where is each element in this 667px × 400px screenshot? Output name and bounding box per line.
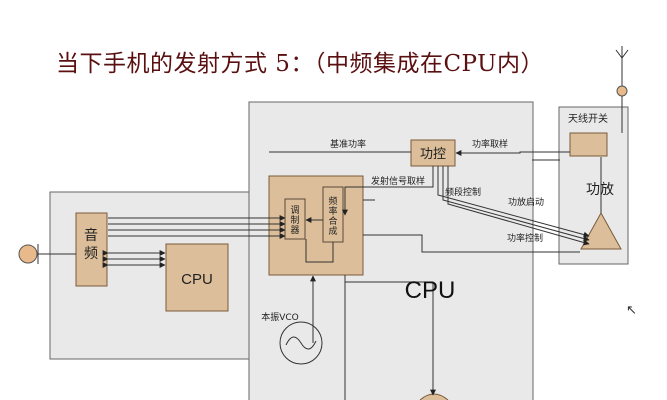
audio-block — [75, 212, 108, 287]
if-block — [268, 175, 364, 276]
speaker-icon — [18, 244, 76, 264]
audio-cpu-bus — [102, 250, 166, 268]
mod-label-1: 调 — [290, 205, 299, 216]
synth-label-1: 频 — [328, 195, 337, 207]
power-sample-label: 功率取样 — [472, 138, 508, 150]
small-cpu-block — [165, 243, 229, 312]
tx-sample-label: 发射信号取样 — [371, 175, 425, 187]
audio-label-1: 音 — [84, 227, 98, 244]
antenna-switch-block — [569, 132, 608, 157]
audio-label-2: 频 — [84, 246, 98, 262]
if-to-pa — [363, 234, 580, 253]
antenna-switch-label: 天线开关 — [568, 112, 608, 125]
synth-label-3: 合 — [328, 215, 337, 227]
band-control-label: 频段控制 — [445, 186, 481, 198]
down-line-right — [345, 281, 436, 396]
power-sample-line — [455, 150, 570, 156]
power-control-block — [410, 139, 456, 167]
pa-triangle — [580, 211, 622, 250]
pa-enable-label: 功放启动 — [508, 196, 544, 208]
tx-sample-line — [342, 166, 434, 216]
page-title: 当下手机的发射方式 5：（中频集成在CPU内） — [56, 51, 544, 77]
mod-label-2: 制 — [290, 214, 299, 226]
vco-label: 本振VCO — [261, 311, 299, 323]
sine-wave-icon — [279, 321, 323, 365]
synth-label-4: 成 — [328, 225, 337, 237]
synth-label-2: 率 — [328, 205, 337, 217]
big-cpu-label: CPU — [405, 277, 456, 304]
mod-to-synth — [305, 239, 334, 263]
antenna-icon — [615, 46, 629, 133]
audio-to-modulator — [108, 215, 286, 239]
mouse-cursor-icon: ↖ — [626, 303, 637, 318]
power-control-label: 功控 — [420, 147, 446, 162]
small-cpu-label: CPU — [181, 271, 213, 288]
pa-label: 功放 — [586, 182, 614, 198]
baseline-power-label: 基准功率 — [330, 138, 366, 150]
control-lines — [437, 166, 590, 246]
mod-label-3: 器 — [290, 225, 299, 236]
power-control2-label: 功率控制 — [507, 232, 543, 244]
